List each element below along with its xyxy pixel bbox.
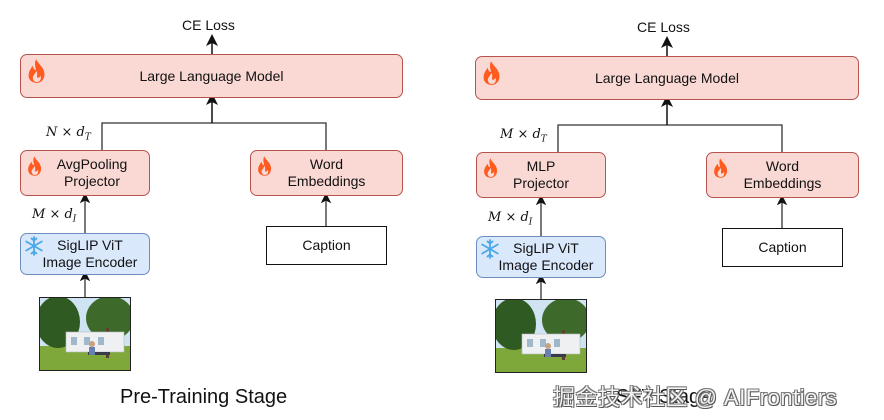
llm-box: Large Language Model: [475, 56, 859, 100]
input-image: [495, 299, 587, 373]
input-image: [39, 297, 131, 371]
projector-label-line1: MLP: [526, 158, 556, 174]
input-image-scene: [40, 298, 130, 370]
encoder-label-line2: Image Encoder: [42, 254, 138, 270]
word-embeddings-box: Word Embeddings: [250, 150, 403, 196]
dim-sub: I: [528, 217, 533, 228]
fire-icon: [28, 59, 45, 83]
projector-box: AvgPooling Projector: [20, 150, 150, 196]
word-embeddings-line2: Embeddings: [743, 175, 822, 191]
encoder-label-line2: Image Encoder: [498, 257, 594, 273]
dim-base: M × d: [32, 207, 73, 222]
fire-icon: [484, 158, 498, 178]
fire-icon: [258, 156, 272, 176]
watermark: 掘金技术社区 @ AIFrontiers: [553, 385, 838, 410]
dim-base: M × d: [488, 210, 529, 225]
dim-base: N × d: [46, 125, 85, 140]
encoder-label-line1: SigLIP ViT: [57, 237, 123, 253]
word-embeddings-line1: Word: [765, 158, 800, 174]
fire-icon: [28, 156, 42, 176]
word-embeddings-line1: Word: [309, 156, 344, 172]
stage-label: SFT Stage: [616, 386, 712, 408]
image-encoder-box: SigLIP ViT Image Encoder: [476, 236, 606, 278]
dim-sub: T: [84, 132, 91, 143]
connector-merge: [101, 122, 327, 150]
caption-label: Caption: [302, 237, 351, 253]
fire-icon: [714, 158, 728, 178]
dim-sub: I: [72, 214, 77, 225]
caption-box: Caption: [722, 228, 843, 267]
projector-label-line2: Projector: [512, 175, 570, 191]
input-image-scene: [496, 300, 586, 372]
word-embeddings-box: Word Embeddings: [706, 152, 859, 198]
word-embeddings-line2: Embeddings: [287, 173, 366, 189]
fire-icon: [483, 61, 500, 85]
projector-output-dim: N × dT: [46, 125, 91, 143]
image-encoder-box: SigLIP ViT Image Encoder: [20, 233, 150, 275]
projector-label-line1: AvgPooling: [56, 156, 128, 172]
connector-merge: [557, 124, 783, 152]
stage-label: Pre-Training Stage: [120, 386, 288, 408]
snowflake-icon: [481, 239, 499, 259]
llm-box: Large Language Model: [20, 54, 403, 98]
dim-base: M × d: [500, 127, 541, 142]
dim-sub: T: [540, 134, 547, 145]
projector-label-line2: Projector: [63, 173, 120, 189]
caption-box: Caption: [266, 226, 387, 265]
encoder-label-line1: SigLIP ViT: [513, 240, 579, 256]
caption-label: Caption: [758, 239, 807, 255]
projector-box: MLP Projector: [476, 152, 606, 198]
encoder-output-dim: M × dI: [32, 207, 76, 225]
projector-output-dim: M × dT: [500, 127, 547, 145]
snowflake-icon: [25, 236, 43, 256]
llm-label: Large Language Model: [594, 69, 739, 86]
encoder-output-dim: M × dI: [488, 210, 532, 228]
llm-label: Large Language Model: [139, 67, 284, 84]
loss-label: CE Loss: [637, 19, 690, 35]
loss-label: CE Loss: [182, 17, 235, 33]
